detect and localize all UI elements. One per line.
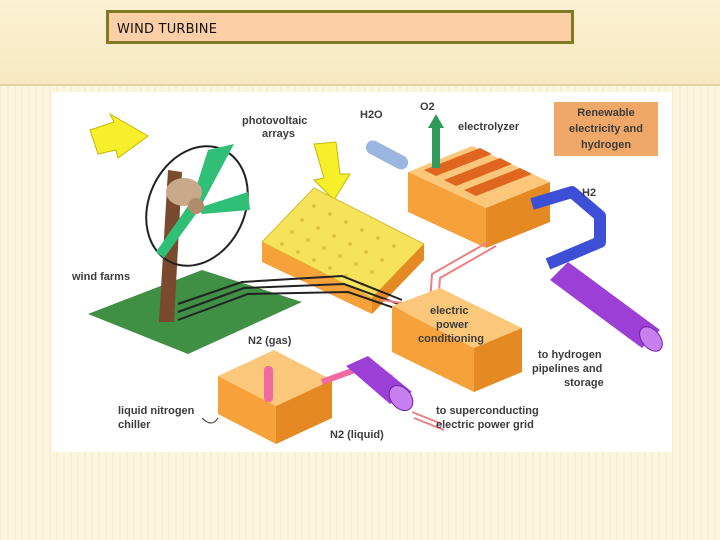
epc-side [474,328,522,392]
label-renewable-3: hydrogen [581,139,631,151]
pv-panel-side [372,244,424,314]
label-hydrogen-1: to hydrogen [538,349,602,361]
turbine-hub [188,198,204,214]
label-electrolyzer: electrolyzer [458,121,520,133]
electrolyzer-plates [424,148,532,196]
label-n2-gas: N2 (gas) [248,335,292,347]
label-epc-1: electric [430,305,469,317]
hydrogen-pipe [530,186,606,270]
label-grid-2: electric power grid [436,419,534,431]
label-wind-farms: wind farms [71,271,130,283]
chiller-side [276,380,332,444]
electrolyzer-top [408,146,550,208]
o2-outlet-pipe [432,126,440,168]
cable-end [388,384,414,412]
epc-top [392,288,522,348]
sun-arrow-pv [312,141,351,201]
chiller-front [218,376,276,444]
label-o2: O2 [420,101,435,113]
label-chiller-2: chiller [118,419,151,431]
chiller-top [218,350,332,406]
blade-top [192,144,234,204]
label-arrays: arrays [262,128,295,140]
label-renewable-2: electricity and [569,123,643,135]
n2-gas-pipe [264,366,273,402]
epc-front [392,306,474,392]
label-h2o: H2O [360,109,383,121]
chiller-leader-line [201,417,219,424]
label-photovoltaic: photovoltaic [242,115,307,127]
label-chiller-1: liquid nitrogen [118,405,195,417]
blade-bottom [156,206,196,258]
wind-turbine-diagram: photovoltaic arrays H2O O2 electrolyzer … [52,92,672,452]
label-hydrogen-3: storage [564,377,604,389]
label-hydrogen-2: pipelines and [532,363,602,375]
label-epc-3: conditioning [418,333,484,345]
label-n2-liquid: N2 (liquid) [330,429,384,441]
slide-title-box: WIND TURBINE [106,10,574,44]
h2o-inlet-pipe [365,140,409,170]
hydrogen-storage-tank [550,262,660,348]
grid-lines [411,411,445,431]
renewable-box [554,102,658,156]
label-renewable-1: Renewable [577,107,634,119]
electrolyzer-front [408,172,486,248]
label-h2: H2 [582,187,596,199]
pv-cells [280,204,396,286]
sun-arrow-left [89,112,149,159]
ground-pad [88,270,302,354]
tank-end-cap [639,326,663,352]
o2-arrow [428,114,444,128]
power-cables [177,274,407,321]
slide-title: WIND TURBINE [117,22,218,37]
blade-right [198,192,250,214]
slide-header-rule [0,84,720,86]
diagram-svg: photovoltaic arrays H2O O2 electrolyzer … [71,101,663,444]
label-epc-2: power [436,319,469,331]
label-grid-1: to superconducting [436,405,539,417]
